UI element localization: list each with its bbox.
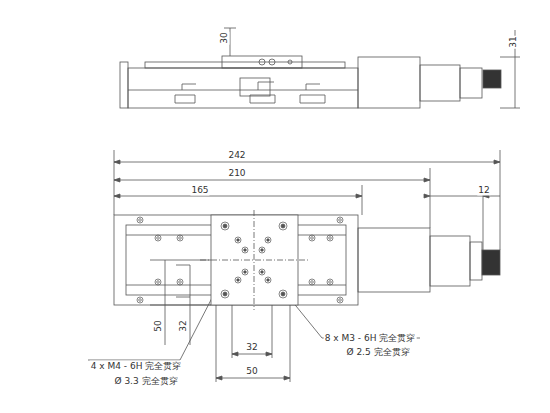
hole (157, 237, 160, 240)
hole (327, 235, 333, 241)
hole (339, 299, 342, 302)
hole (242, 247, 248, 253)
top-view (114, 210, 500, 310)
hole (279, 290, 287, 298)
dimension-lines (88, 150, 500, 382)
hole (177, 279, 183, 285)
hole (309, 235, 315, 241)
hole (137, 297, 143, 303)
callout-note: Ø 2.5 完全贯穿 (345, 347, 410, 358)
hole (265, 277, 271, 283)
hole (155, 279, 161, 285)
hole (139, 299, 142, 302)
hole (137, 217, 143, 223)
dimension-value: 32 (178, 319, 189, 332)
hole (309, 279, 315, 285)
hole (337, 217, 343, 223)
dimension-value: 165 (190, 185, 209, 196)
hole (281, 292, 285, 296)
hole (267, 239, 270, 242)
hole (155, 235, 161, 241)
hole (244, 249, 247, 252)
dimension-value: 242 (227, 150, 246, 161)
callout-note: 4 x M4 - 6H 完全贯穿 (90, 361, 183, 372)
hole (329, 281, 332, 284)
dimension-value: 210 (227, 168, 246, 179)
hole (223, 292, 227, 296)
dimension-value: 31 (508, 35, 519, 48)
hole (311, 237, 314, 240)
hole (179, 281, 182, 284)
hole (339, 219, 342, 222)
hole (223, 224, 227, 228)
hole (221, 222, 229, 230)
side-view (120, 28, 520, 108)
hole (337, 297, 343, 303)
hole (179, 237, 182, 240)
dimension-value: 30 (219, 31, 230, 44)
hole (281, 224, 285, 228)
hole (261, 271, 264, 274)
hole (265, 237, 271, 243)
hole (157, 281, 160, 284)
hole (261, 249, 264, 252)
hole (327, 279, 333, 285)
hole (279, 222, 287, 230)
dimension-value: 32 (245, 342, 258, 353)
dimension-value: 12 (477, 185, 490, 196)
hole (259, 269, 265, 275)
hole (329, 237, 332, 240)
hole (221, 290, 229, 298)
hole (235, 277, 241, 283)
dimension-value: 50 (245, 366, 258, 377)
hole (311, 281, 314, 284)
callout-note: Ø 3.3 完全贯穿 (113, 376, 178, 387)
callout-note: 8 x M3 - 6H 完全贯穿 (324, 333, 417, 344)
hole (259, 247, 265, 253)
dimension-value: 50 (153, 319, 164, 332)
hole (235, 237, 241, 243)
hole (242, 269, 248, 275)
hole (237, 279, 240, 282)
hole (139, 219, 142, 222)
hole (237, 239, 240, 242)
hole (177, 235, 183, 241)
hole (267, 279, 270, 282)
hole (244, 271, 247, 274)
